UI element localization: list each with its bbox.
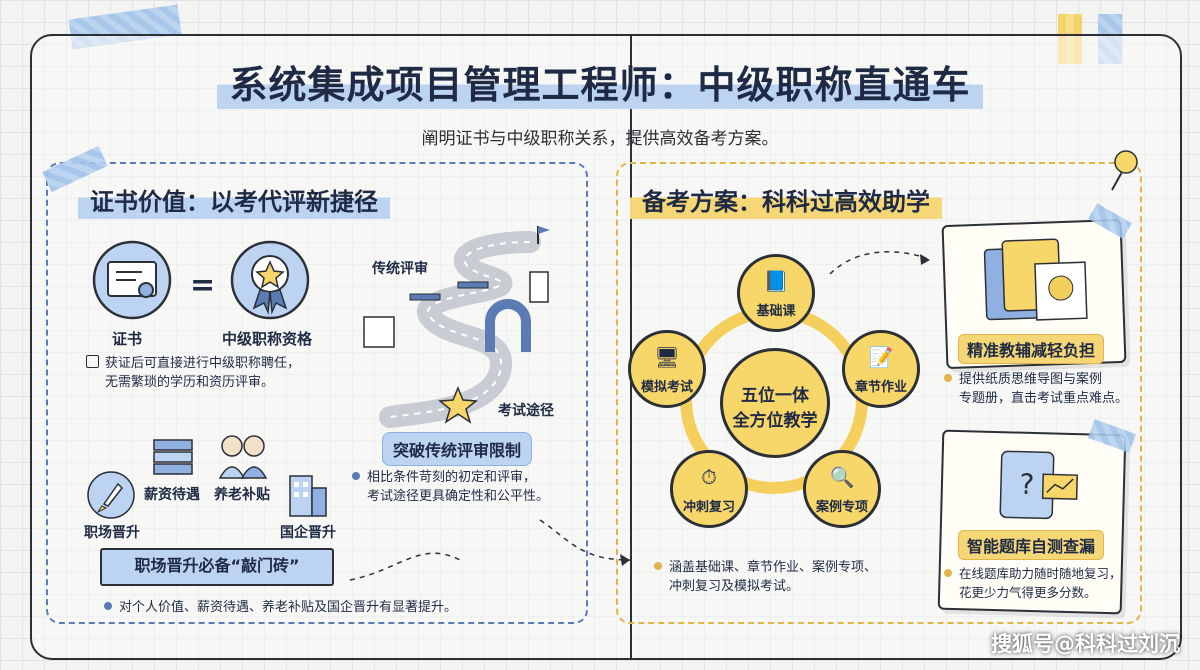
certificate-icon xyxy=(92,240,172,320)
benefit-label: 薪资待遇 xyxy=(144,487,200,503)
breakthrough-line: 相比条件苛刻的初定和评审， xyxy=(367,470,537,485)
node-label: 模拟考试 xyxy=(640,380,693,395)
bullet-dot xyxy=(104,602,112,610)
card2-title: 智能题库自测查漏 xyxy=(958,530,1105,560)
certificate-label: 证书 xyxy=(112,330,143,348)
materials-card xyxy=(941,218,1127,370)
dashed-arrow xyxy=(349,519,631,581)
medal-icon xyxy=(230,240,310,320)
node-chapter-homework: 📝 章节作业 xyxy=(842,330,920,408)
bottom-note-text: 对个人价值、薪资待遇、养老补贴及国企晋升有显著提升。 xyxy=(119,600,458,615)
ribbon-banner: 职场晋升必备“敲门砖” xyxy=(100,548,334,586)
money-icon xyxy=(153,439,193,475)
breakthrough-note: 相比条件苛刻的初定和评审， 考试途径更具确定性和公平性。 xyxy=(352,468,549,506)
card2-note-line: 花更少力气得更多分数。 xyxy=(959,585,1097,600)
left-panel xyxy=(46,162,588,624)
book-icon: 📘 xyxy=(763,269,789,293)
node-basic-course: 📘 基础课 xyxy=(737,254,815,332)
checkbox-icon xyxy=(86,355,99,368)
bullet-dot xyxy=(944,569,952,577)
node-label: 案例专项 xyxy=(815,500,868,515)
bullet-dot xyxy=(352,472,360,480)
left-section-title: 证书价值：以考代评新捷径 xyxy=(78,180,390,219)
bullet-dot xyxy=(654,562,662,570)
notebook-spine xyxy=(630,36,632,658)
card1-title: 精准教辅减轻负担 xyxy=(958,334,1105,364)
right-section-title: 备考方案：科科过高效助学 xyxy=(630,180,942,219)
notebooks-icon xyxy=(983,238,1088,321)
question-bank-card: ? xyxy=(937,429,1127,615)
benefit-label: 养老补贴 xyxy=(214,487,270,503)
node-label: 基础课 xyxy=(756,304,796,319)
nodes-note-line: 涵盖基础课、章节作业、案例专项、 xyxy=(669,560,878,575)
document-pen-icon: 📝 xyxy=(868,345,894,369)
road-illustration xyxy=(363,226,550,428)
card2-note-line: 在线题库助力随时随地复习， xyxy=(959,566,1122,581)
road-exam-label: 考试途径 xyxy=(498,403,554,419)
tablet-icon: ? xyxy=(999,450,1079,520)
node-sprint-review: ⏱ 冲刺复习 xyxy=(670,450,748,528)
elderly-couple-icon xyxy=(218,435,268,479)
stopwatch-icon: ⏱ xyxy=(701,465,717,489)
title-wrap: 系统集成项目管理工程师：中级职称直通车 xyxy=(0,54,1200,109)
center-node: 五位一体 全方位教学 xyxy=(720,348,830,458)
title-qualification-label: 中级职称资格 xyxy=(222,330,313,348)
monitor-icon: 🖥 xyxy=(654,345,680,369)
watermark: 搜狐号@科科过刘沉 xyxy=(991,632,1180,656)
bottom-note: 对个人价值、薪资待遇、养老补贴及国企晋升有显著提升。 xyxy=(104,598,457,617)
nodes-note: 涵盖基础课、章节作业、案例专项、 冲刺复习及模拟考试。 xyxy=(654,558,877,596)
cert-note: 获证后可直接进行中级职称聘任， 无需繁琐的学历和资历评审。 xyxy=(86,354,300,392)
card2-note: 在线题库助力随时随地复习， 花更少力气得更多分数。 xyxy=(944,564,1122,602)
card1-note-line: 专题册，直击考试重点难点。 xyxy=(959,391,1129,406)
benefit-label: 国企晋升 xyxy=(280,525,336,541)
cert-note-line: 获证后可直接进行中级职称聘任， xyxy=(105,356,301,371)
right-panel xyxy=(616,162,1142,624)
page-subtitle: 阐明证书与中级职称关系，提供高效备考方案。 xyxy=(421,129,779,149)
benefit-label: 职场晋升 xyxy=(84,525,140,541)
road-traditional-label: 传统评审 xyxy=(372,261,428,277)
card1-note-line: 提供纸质思维导图与案例 xyxy=(959,372,1103,387)
breakthrough-line: 考试途径更具确定性和公平性。 xyxy=(367,489,550,504)
dashed-arrow xyxy=(829,251,930,275)
rocket-icon xyxy=(87,471,135,519)
nodes-note-line: 冲刺复习及模拟考试。 xyxy=(669,579,800,594)
center-text: 五位一体 xyxy=(741,386,809,406)
pushpin-icon xyxy=(1111,150,1138,191)
building-icon xyxy=(289,475,327,517)
node-mock-exam: 🖥 模拟考试 xyxy=(628,330,706,408)
node-case-study: 🔍 案例专项 xyxy=(803,450,881,528)
page-title: 系统集成项目管理工程师：中级职称直通车 xyxy=(217,54,983,109)
svg-text:?: ? xyxy=(1019,468,1035,501)
card1-note: 提供纸质思维导图与案例 专题册，直击考试重点难点。 xyxy=(944,370,1128,408)
cert-note-line: 无需繁琐的学历和资历评审。 xyxy=(105,375,275,390)
equals-sign: = xyxy=(190,268,216,303)
center-text: 全方位教学 xyxy=(732,411,818,431)
magnifier-icon: 🔍 xyxy=(829,465,855,489)
node-label: 章节作业 xyxy=(854,380,907,395)
breakthrough-title: 突破传统评审限制 xyxy=(382,432,533,466)
node-label: 冲刺复习 xyxy=(682,500,735,515)
bullet-dot xyxy=(944,374,952,382)
